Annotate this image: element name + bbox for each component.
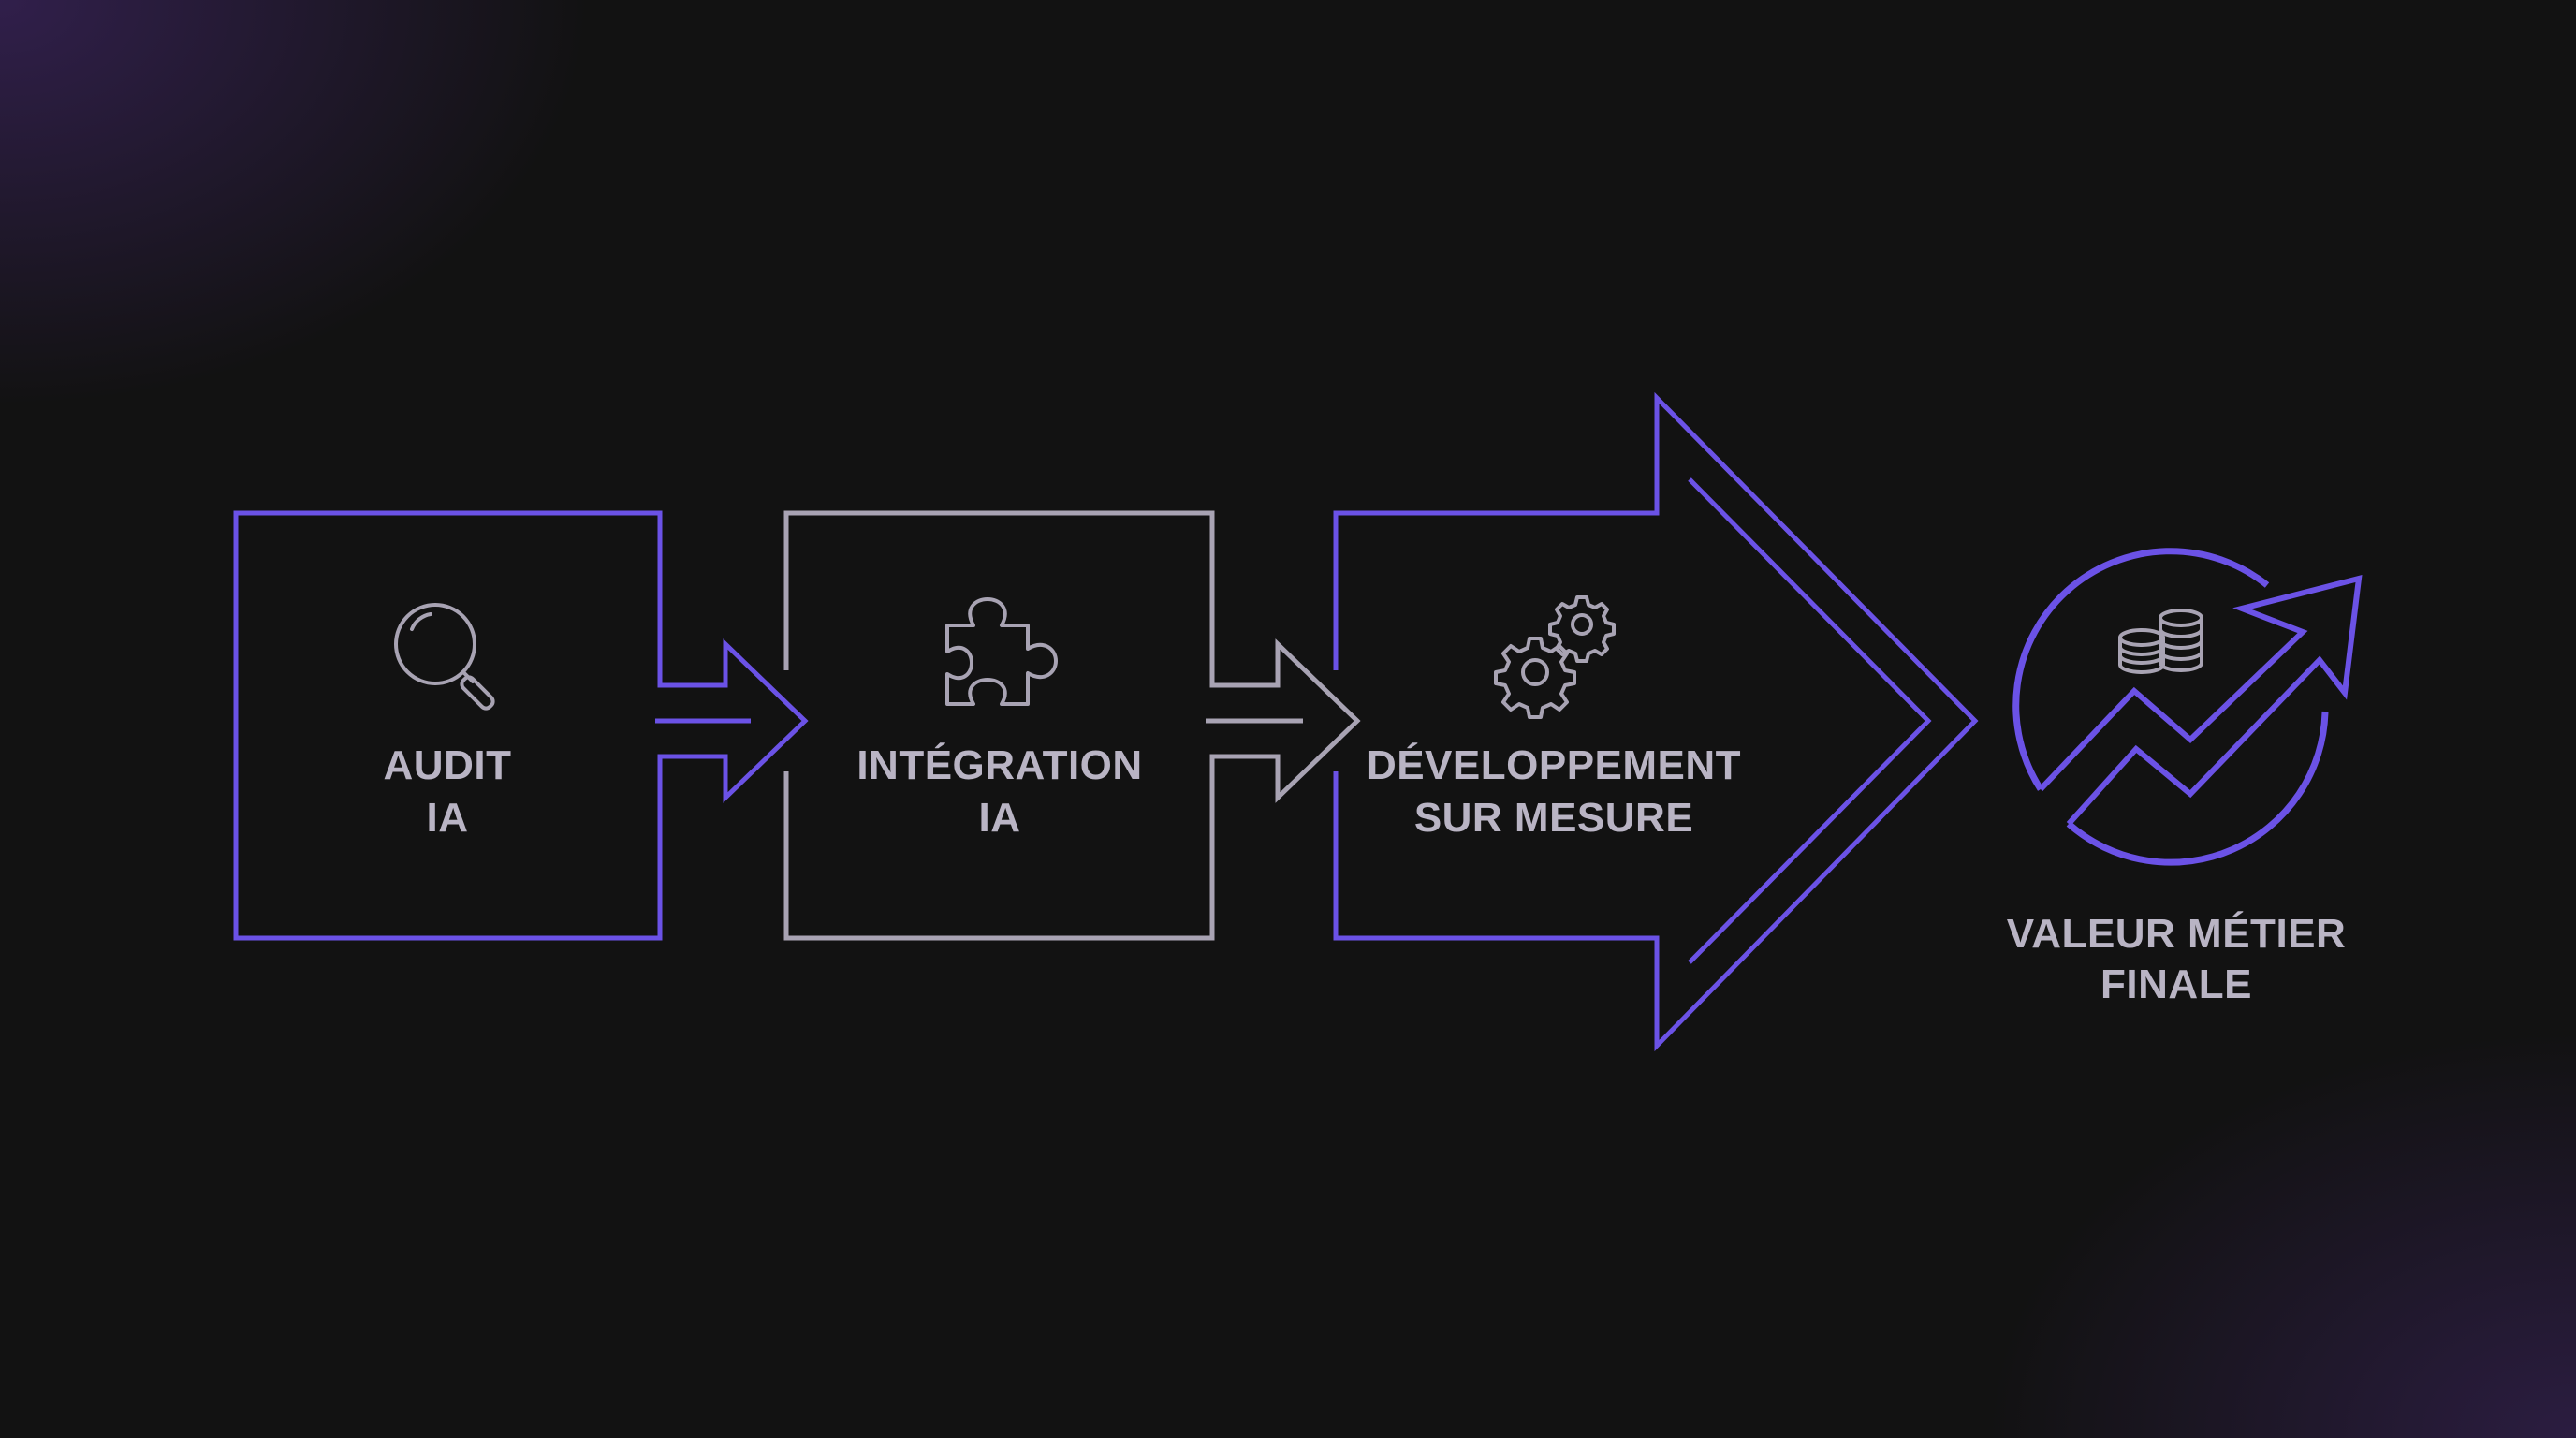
step-audit: AUDIT IA	[233, 510, 809, 941]
coins-growth-icon	[2012, 548, 2363, 866]
gears-icon	[1494, 595, 1616, 719]
step-development-label-line1: DÉVELOPPEMENT	[1367, 741, 1741, 788]
step-integration-label-line2: IA	[979, 795, 1021, 841]
step-development-label-line2: SUR MESURE	[1414, 795, 1693, 841]
magnifier-icon	[394, 603, 495, 711]
result-label-line1: VALEUR MÉTIER	[2007, 910, 2347, 957]
step-development-inner-chevron	[1688, 477, 1932, 964]
result-circle-arc-upper	[2012, 548, 2270, 791]
step-audit-label-line2: IA	[427, 795, 469, 841]
result-value: VALEUR MÉTIER FINALE	[2007, 548, 2363, 1007]
puzzle-icon	[945, 597, 1058, 706]
result-circle-arc-lower	[2066, 711, 2329, 866]
step-integration-frame	[783, 510, 1361, 941]
step-integration: INTÉGRATION IA	[783, 510, 1361, 941]
step-development: DÉVELOPPEMENT SUR MESURE	[1333, 391, 1979, 1052]
step-integration-label-line1: INTÉGRATION	[856, 741, 1142, 788]
coins-stack	[2118, 609, 2203, 674]
result-label-line2: FINALE	[2100, 961, 2252, 1007]
step-audit-frame	[233, 510, 809, 941]
step-audit-label-line1: AUDIT	[384, 742, 512, 788]
step-development-frame	[1333, 391, 1979, 1052]
growth-arrow	[2038, 575, 2363, 827]
